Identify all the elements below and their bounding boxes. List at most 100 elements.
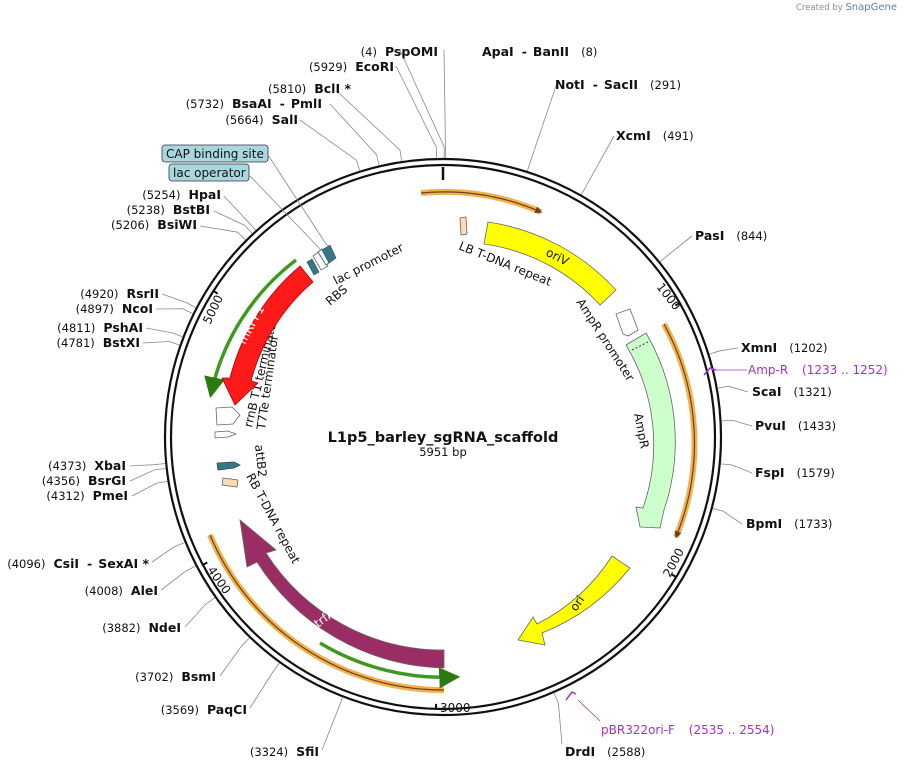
watermark-brand: SnapGene	[845, 2, 897, 13]
leader-noti	[526, 79, 559, 172]
tick-label-5000: 5000	[200, 293, 226, 327]
label-attB2: attB2	[252, 444, 269, 478]
site-name-csii: CsiI	[53, 556, 79, 571]
site-name-sfii: SfiI	[296, 744, 319, 759]
site-pos-sfii: (3324)	[250, 745, 288, 759]
site-label-rsrii: (4920)RsrII	[80, 286, 159, 301]
feature-ampr-promoter	[615, 308, 639, 337]
site-pos-bsaai: (5732)	[186, 97, 224, 111]
site-pos-bstbi: (5238)	[127, 203, 165, 217]
site-name-drdi: DrdI	[565, 744, 595, 759]
site-label-ncoi: (4897)NcoI	[76, 301, 153, 316]
feature-trfA	[239, 519, 445, 669]
site-name-xcmi: XcmI	[616, 128, 651, 143]
leader-pmei	[131, 480, 168, 497]
site-name-noti: NotI	[555, 77, 585, 92]
site-label-ecori: (5929)EcoRI	[309, 59, 394, 74]
ampr-start-marker	[631, 340, 651, 351]
primer-mark-pbr322ori-f	[565, 691, 577, 701]
site-name2-bsaai: PmlI	[291, 96, 322, 111]
tick-2000	[671, 573, 678, 579]
leader-bsrgi	[129, 468, 166, 482]
site-name-bcli: BclI *	[314, 81, 351, 96]
site-sep-bsaai: -	[280, 96, 285, 111]
primer-label-pbr322ori-f: pBR322ori-F (2535 .. 2554)	[601, 723, 774, 737]
feature-ampr	[625, 332, 676, 529]
watermark-prefix: Created by	[795, 3, 843, 13]
site-label-pvui: PvuI(1433)	[755, 418, 836, 433]
site-pos-xcmi: (491)	[663, 129, 694, 143]
leader-bstxi	[142, 341, 180, 346]
leader-ncoi	[155, 308, 193, 315]
leader-sali	[299, 119, 361, 171]
leader-bsiwi	[199, 225, 246, 241]
tick-1000	[674, 301, 682, 307]
site-name-bstbi: BstBI	[173, 202, 210, 217]
primer-range-pbr322ori-f: (2535 .. 2554)	[689, 723, 775, 737]
site-name-ncoi: NcoI	[122, 301, 153, 316]
site-pos-pspomi: (4)	[361, 45, 377, 59]
label-ampr: AmpR	[631, 412, 652, 450]
site-name-fspi: FspI	[755, 465, 785, 480]
snapgene-watermark: Created by SnapGene	[796, 2, 897, 13]
site-pos-bpmi: (1733)	[794, 517, 832, 531]
leader-fspi	[720, 463, 753, 474]
tick-label-2000: 2000	[660, 546, 687, 580]
leader-pvui	[721, 419, 753, 427]
feature-ori	[517, 555, 631, 646]
primer-range-amp-r: (1233 .. 1252)	[802, 363, 888, 377]
feature-lac-promoter	[312, 250, 329, 271]
leader-bsaai	[329, 103, 380, 166]
site-label-xcmi: XcmI (491)	[616, 128, 694, 143]
site-label-pspomi: (4)PspOMI	[361, 44, 438, 59]
site-label-paqci: (3569) PaqCI	[161, 702, 247, 717]
leader-alei	[160, 565, 196, 591]
leader-pasi	[659, 235, 693, 262]
site-name2-noti: SacII	[604, 77, 638, 92]
site-label-bsrgi: (4356) BsrGI	[42, 473, 126, 488]
site-pos-bstxi: (4781)	[57, 336, 95, 350]
site-label-noti: NotI-SacII(291)	[555, 77, 681, 92]
box-label-lac-operator: lac operator	[173, 166, 246, 180]
feature-rb-tdna	[221, 477, 239, 488]
box-label-cap-binding-site: CAP binding site	[166, 147, 264, 161]
leader-bstbi	[213, 210, 253, 234]
site-name-pasi: PasI	[695, 228, 724, 243]
site-pos-csii: (4096)	[7, 557, 45, 571]
site-name-scai: ScaI	[752, 384, 782, 399]
site-pos-hpai: (5254)	[142, 188, 180, 202]
site-pos-paqci: (3569)	[161, 703, 199, 717]
site-pos-drdi: (2588)	[607, 745, 645, 759]
leader-xmni	[709, 347, 739, 355]
site-name2-apai: BanII	[533, 44, 569, 59]
site-name-bsmi: BsmI	[181, 669, 216, 684]
site-sep-apai: -	[522, 44, 527, 59]
site-name-pshai: PshAI	[103, 320, 143, 335]
feature-rbs	[306, 258, 320, 276]
site-name-sali: SalI	[272, 112, 298, 127]
site-label-csii: (4096)CsiI-SexAI *	[7, 556, 149, 571]
leader-csii	[151, 542, 185, 563]
site-name-rsrii: RsrII	[126, 286, 159, 301]
map-length: 5951 bp	[419, 445, 467, 459]
tick-5000	[212, 289, 219, 295]
site-pos-bsmi: (3702)	[135, 670, 173, 684]
leader-ecori	[395, 65, 437, 159]
site-pos-bsiwi: (5206)	[111, 218, 149, 232]
site-name-bsiwi: BsiWI	[157, 217, 197, 232]
primer-name-amp-r: Amp-R	[748, 363, 788, 377]
site-label-sali: (5664)SalI	[225, 112, 298, 127]
tick-label-1000: 1000	[654, 280, 684, 313]
site-name-bsrgi: BsrGI	[88, 473, 126, 488]
site-name-paqci: PaqCI	[207, 702, 247, 717]
site-pos-bsrgi: (4356)	[42, 474, 80, 488]
site-pos-alei: (4008)	[85, 584, 123, 598]
site-name2-csii: SexAI *	[98, 556, 149, 571]
label-lac-promoter: lac promoter	[331, 240, 406, 287]
leader-ndei	[184, 597, 216, 628]
site-label-bstbi: (5238) BstBI	[127, 202, 210, 217]
leader-bpmi	[712, 508, 743, 525]
site-name-pvui: PvuI	[755, 418, 786, 433]
feature-oriV	[483, 221, 617, 306]
site-pos-pmei: (4312)	[46, 489, 84, 503]
